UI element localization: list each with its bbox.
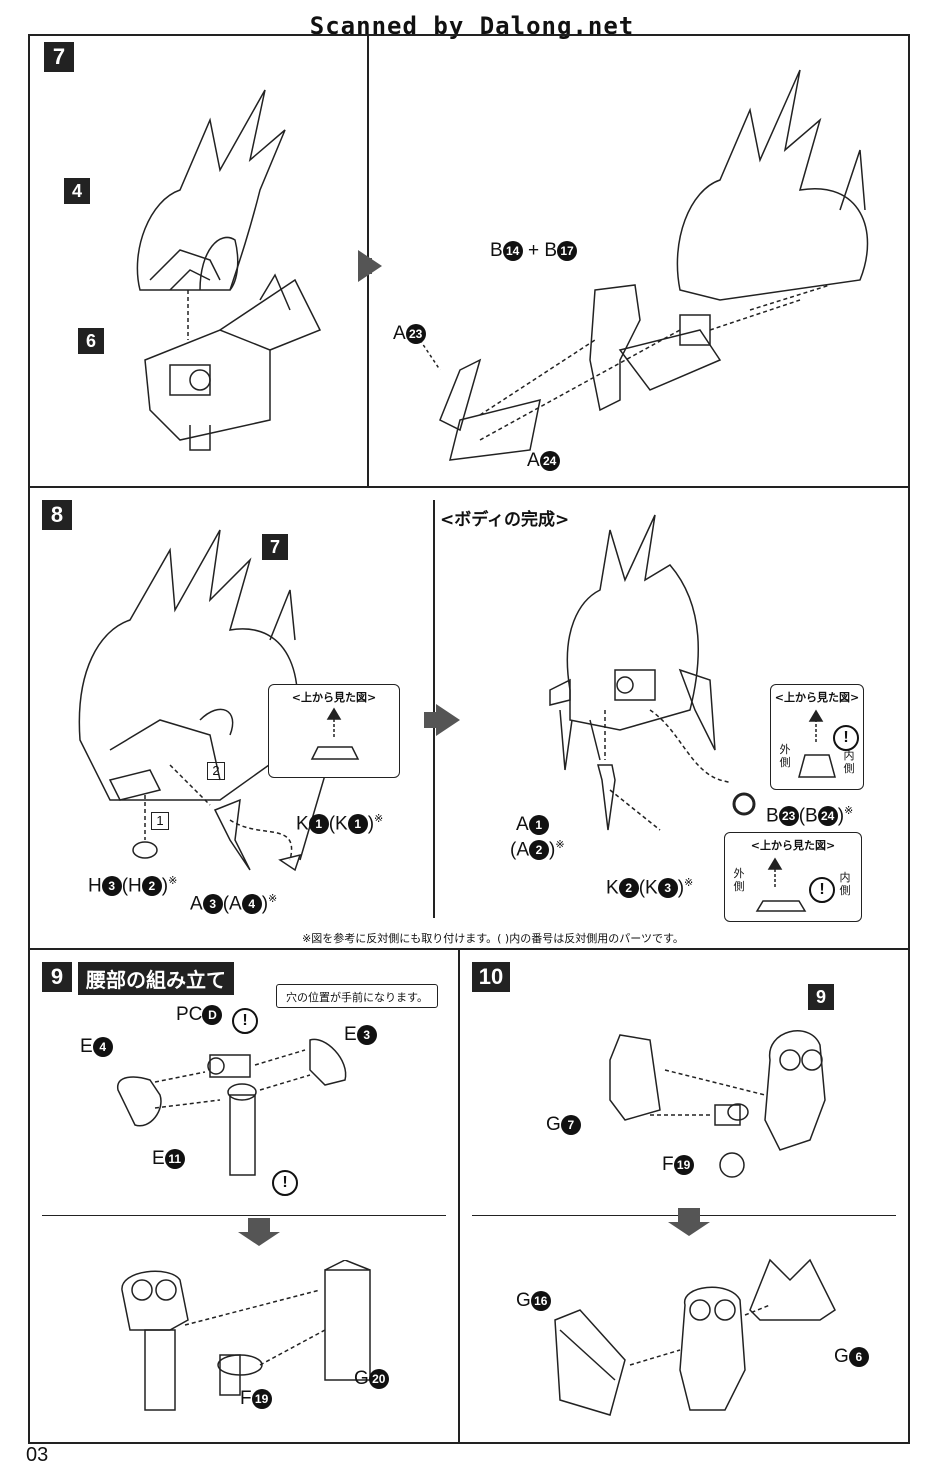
body-complete-drawing: [549, 514, 730, 831]
head-assembly-drawing: [136, 89, 322, 451]
part-7-badge: 7: [262, 534, 288, 560]
part-9-badge: 9: [808, 984, 834, 1010]
hole-position-balloon: 穴の位置が手前になります。: [276, 984, 438, 1008]
down-arrow-9-tail: [248, 1218, 270, 1234]
hip-parts-exploded-drawing: [609, 1030, 826, 1178]
down-arrow-10-tail: [678, 1208, 700, 1224]
top-view-callout-k2: <上から見た図> 外側 内側 !: [724, 832, 862, 922]
down-arrow-9: [238, 1232, 280, 1246]
outer-side-label-2: 外側: [733, 867, 745, 893]
body-complete-title: <ボディの完成>: [440, 510, 570, 530]
b23-ring-part: [732, 792, 756, 816]
caution-icon-3: !: [232, 1008, 258, 1034]
caution-icon-2: !: [809, 877, 835, 903]
divider-step8: [433, 500, 435, 918]
page-frame: [28, 34, 910, 1444]
flow-arrow-7-tail: [358, 258, 372, 274]
inner-side-label-2: 内側: [839, 871, 851, 897]
step-7-badge: 7: [44, 42, 74, 72]
divider-step9: [42, 1215, 446, 1216]
step-8-footnote: ※図を参考に反対側にも取り付けます。( )内の番号は反対側用のパーツです。: [302, 932, 684, 945]
outer-side-label: 外側: [779, 743, 791, 769]
divider-row2: [28, 948, 910, 950]
step-10-badge: 10: [472, 962, 510, 992]
flow-arrow-8: [436, 704, 460, 736]
inner-side-label: 内側: [843, 749, 855, 775]
waist-exploded-drawing: [117, 1038, 347, 1176]
caution-icon: !: [833, 725, 859, 751]
caution-icon-4: !: [272, 1170, 298, 1196]
hip-assembly-drawing: [554, 1258, 836, 1416]
head-parts-exploded-drawing: [420, 69, 869, 461]
substep-2-box: 2: [207, 762, 225, 780]
flow-arrow-8-tail: [424, 712, 438, 728]
part-4-badge: 4: [64, 178, 90, 204]
top-view-callout-k1: <上から見た図>: [268, 684, 400, 778]
page-number: 03: [26, 1444, 49, 1466]
step-8-badge: 8: [42, 500, 72, 530]
divider-row3: [458, 948, 460, 1444]
waist-hip-assembly-drawing: [121, 1260, 371, 1411]
top-view-callout-b23: <上から見た図> 外側 内側 !: [770, 684, 864, 790]
part-6-badge: 6: [78, 328, 104, 354]
step-9-title: 腰部の組み立て: [78, 962, 234, 995]
divider-row1: [28, 486, 910, 488]
step-9-badge: 9: [42, 962, 72, 992]
substep-1-box: 1: [151, 812, 169, 830]
down-arrow-10: [668, 1222, 710, 1236]
